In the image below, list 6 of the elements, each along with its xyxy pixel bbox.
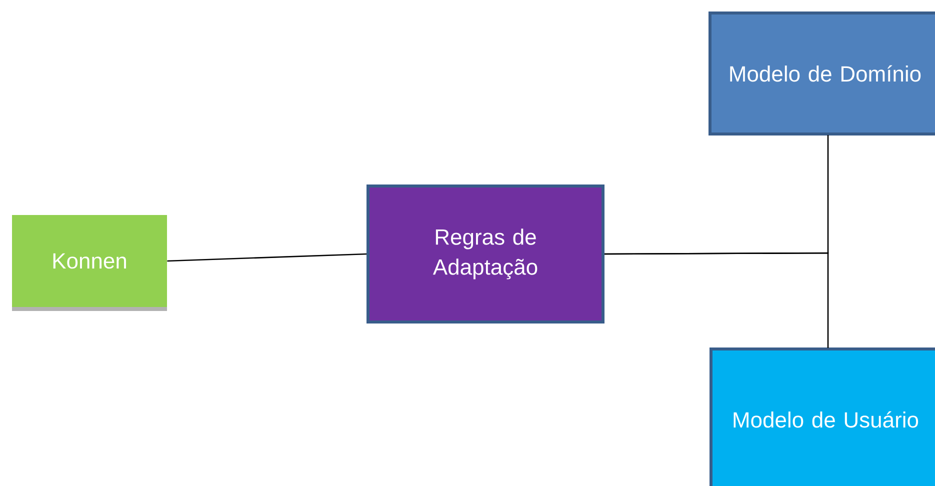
process-box: Konnen [12,215,167,311]
process-box: Regras de Adaptação [366,184,604,324]
process-box: Modelo de Domínio [708,12,935,136]
connector-line [167,253,367,262]
process-box: Modelo de Usuário [710,348,935,486]
connector-line [604,252,829,348]
